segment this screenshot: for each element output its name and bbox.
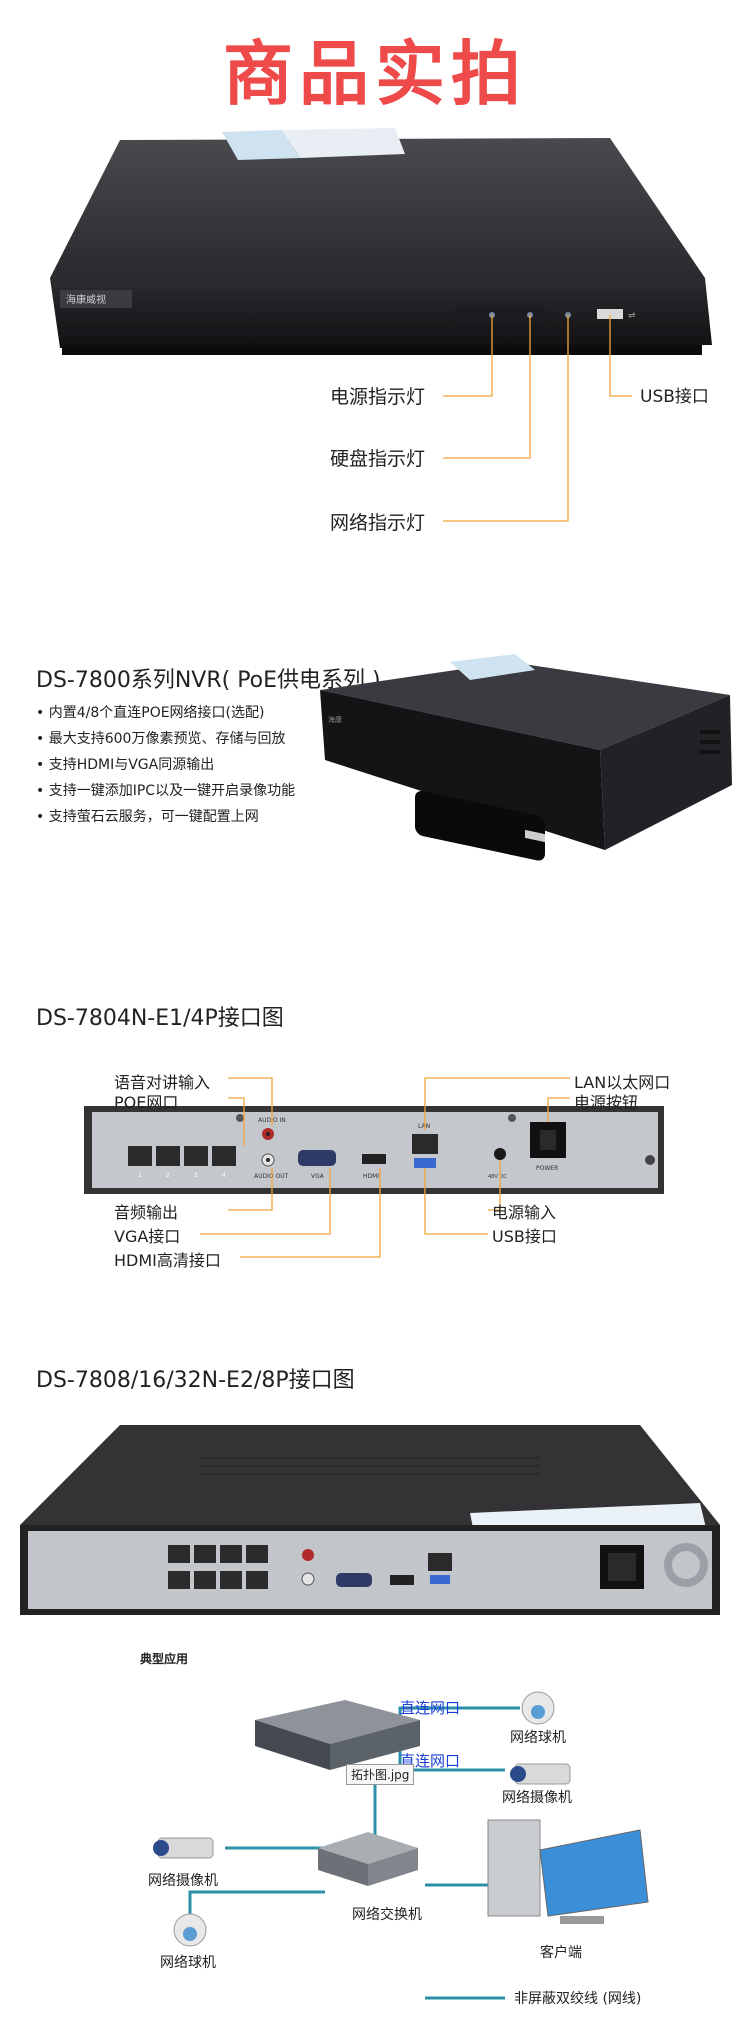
callout-power-input: 电源输入 [492,1203,557,1222]
feature-item: 支持一键添加IPC以及一键开启录像功能 [36,778,295,804]
port-label: 2 [166,1172,170,1179]
svg-text:⇌: ⇌ [628,311,636,321]
cable-legend-label: 非屏蔽双绞线 (网线) [514,1991,642,2007]
dome-camera-1-label: 网络球机 [510,1730,566,1746]
svg-text:LAN: LAN [418,1123,430,1130]
topology-title: 典型应用 [140,1652,189,1666]
svg-text:VGA: VGA [311,1173,325,1180]
feature-item: 支持HDMI与VGA同源输出 [36,752,295,778]
callout-audio-out: 音频输出 [114,1203,179,1222]
callout-hdmi: HDMI高清接口 [114,1251,221,1270]
rear-4p-diagram: 1 2 3 4 AUDIO IN AUDIO OUT VGA HDMI LAN … [84,1077,664,1258]
svg-text:POWER: POWER [536,1165,558,1172]
callout-power-led: 电源指示灯 [330,386,426,408]
nvr-angled-photo: 海康 [320,654,732,861]
front-callout-lines [443,315,632,522]
svg-text:HDMI: HDMI [363,1173,379,1180]
callout-net-led: 网络指示灯 [330,512,426,534]
feature-item: 支持萤石云服务，可一键配置上网 [36,804,295,830]
callout-vga: VGA接口 [114,1227,181,1246]
port-label: 1 [138,1172,142,1179]
svg-text:海康威视: 海康威视 [66,293,106,306]
port-label: 4 [222,1172,226,1179]
rear-8p-title: DS-7808/16/32N-E2/8P接口图 [36,1368,355,1393]
rear-4p-title: DS-7804N-E1/4P接口图 [36,1006,284,1031]
rear-8p-photo [20,1425,720,1615]
svg-text:海康: 海康 [328,715,342,724]
svg-text:AUDIO OUT: AUDIO OUT [254,1173,289,1180]
callout-poe: POE网口 [114,1093,179,1112]
nvr-series-title: DS-7800系列NVR( PoE供电系列 ) [36,668,381,693]
file-tag: 拓扑图.jpg [346,1764,415,1785]
callout-usb: USB接口 [640,387,709,407]
callout-lan: LAN以太网口 [574,1073,671,1092]
client-label: 客户端 [540,1945,582,1961]
page-title: 商品实拍 [223,33,527,115]
callout-power-button: 电源按钮 [574,1093,639,1112]
bullet-camera-1-label: 网络摄像机 [148,1873,218,1889]
port-label: 3 [194,1172,198,1179]
dome-camera-2-label: 网络球机 [160,1955,216,1971]
callout-audio-in: 语音对讲输入 [114,1073,211,1092]
direct-link-label-1: 直连网口 [400,1699,461,1717]
feature-item: 最大支持600万像素预览、存储与回放 [36,726,295,752]
topology-diagram [153,1691,649,2000]
feature-item: 内置4/8个直连POE网络接口(选配) [36,700,295,726]
front-panel-photo: 海康威视 ⇌ [50,128,712,355]
feature-list: 内置4/8个直连POE网络接口(选配) 最大支持600万像素预览、存储与回放 支… [36,700,295,830]
svg-text:48V DC: 48V DC [488,1174,507,1180]
cable-dome-2 [188,1890,325,1918]
callout-usb-rear: USB接口 [492,1227,557,1246]
bullet-camera-2-label: 网络摄像机 [502,1790,572,1806]
direct-link-label-2: 直连网口 [400,1752,461,1770]
switch-label: 网络交换机 [352,1907,422,1923]
callout-hdd-led: 硬盘指示灯 [330,448,426,470]
